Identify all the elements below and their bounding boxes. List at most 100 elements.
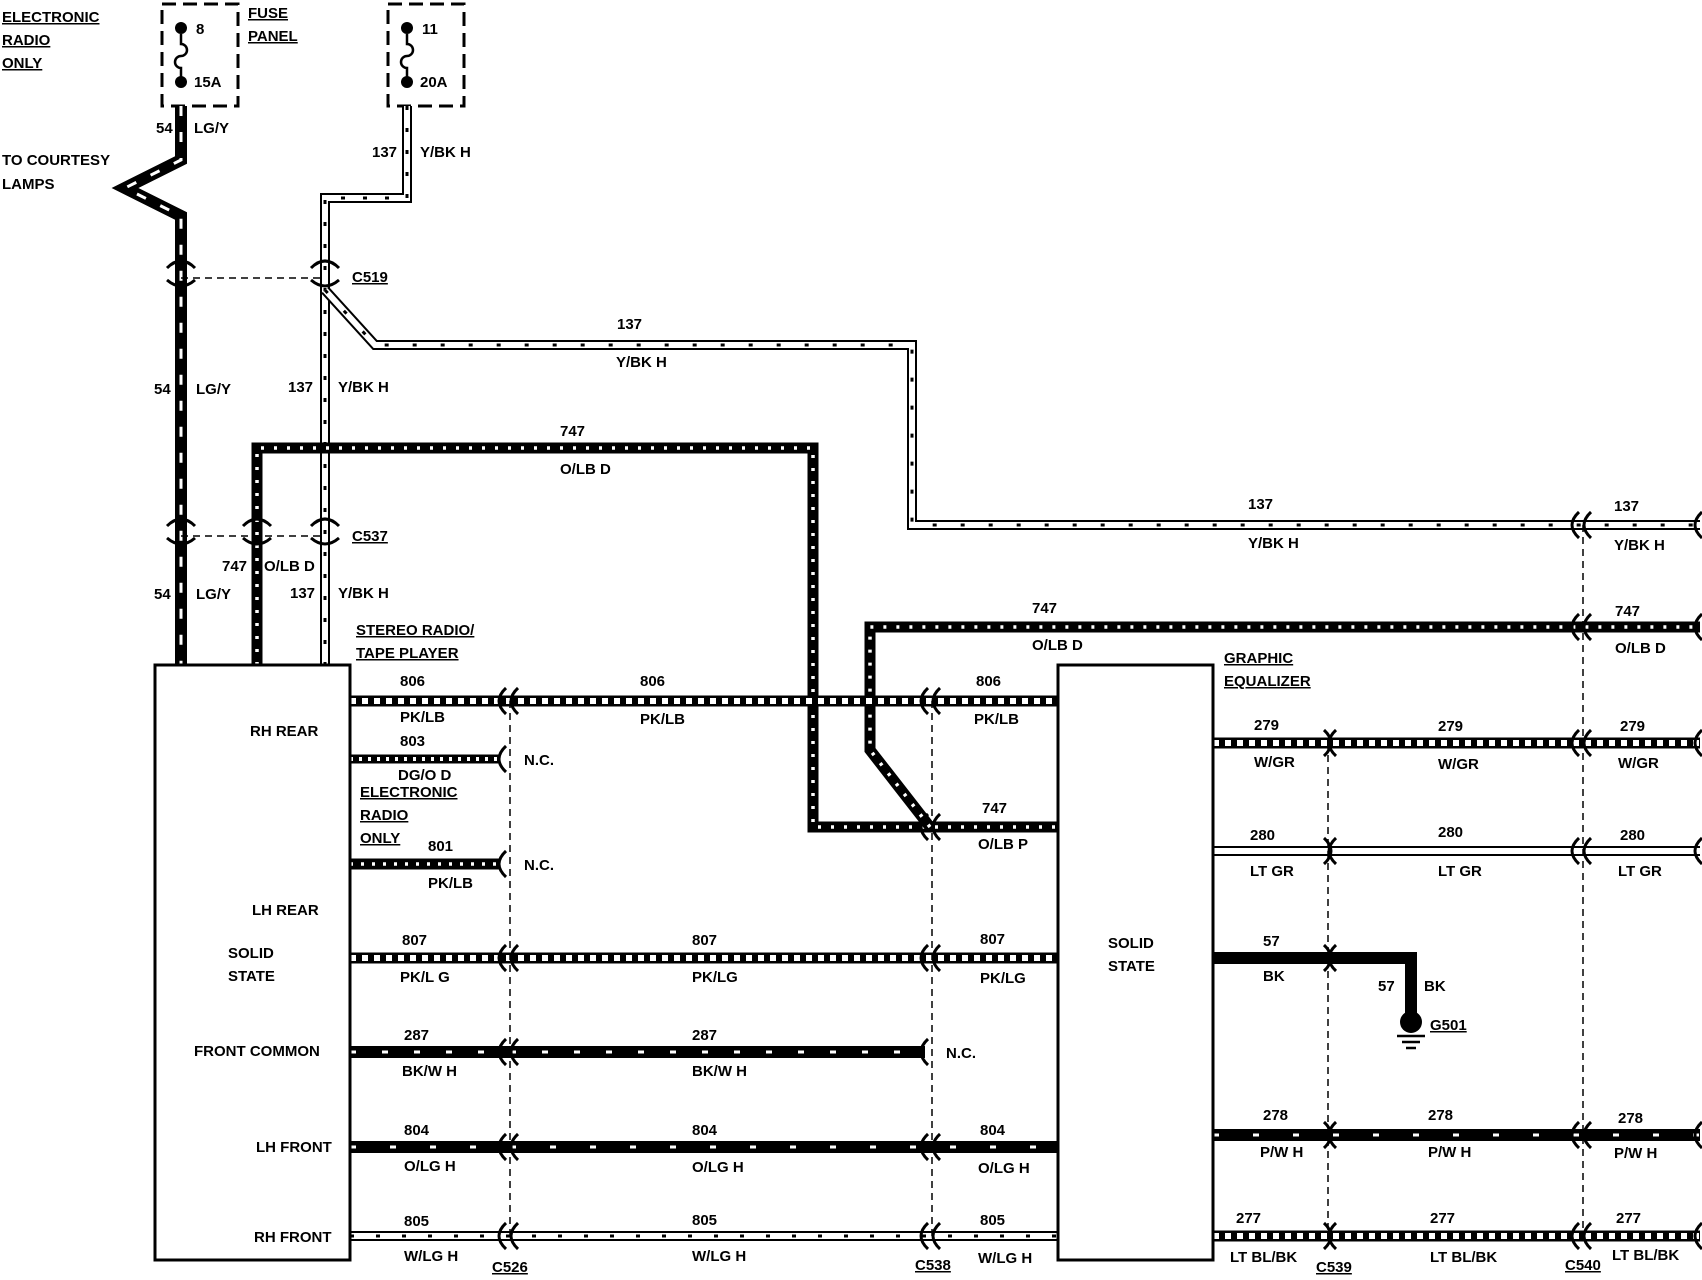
wire-label: 747 <box>1032 600 1057 617</box>
wire-137 <box>320 106 1700 665</box>
svg-text:8: 8 <box>196 21 204 38</box>
connector-label-c539: C539 <box>1316 1259 1352 1276</box>
wire-label: BK/W H <box>692 1063 747 1080</box>
fuse-element-icon <box>173 34 189 80</box>
wire-label: BK <box>1424 978 1446 995</box>
wire-label: 137 <box>1248 496 1273 513</box>
wire-label: BK <box>1263 968 1285 985</box>
wire-label: 806 <box>640 673 665 690</box>
graphic-equalizer-label: GRAPHIC <box>1224 650 1293 667</box>
wire-label: 804 <box>404 1122 430 1139</box>
wire-label: 280 <box>1438 824 1463 841</box>
stereo-radio-label: TAPE PLAYER <box>356 645 459 662</box>
pin-label-rh-front: RH FRONT <box>254 1229 332 1246</box>
wire-label: 277 <box>1430 1210 1455 1227</box>
wire-54 <box>111 106 187 665</box>
electronic-radio-only-label: ONLY <box>2 55 42 72</box>
wire-label: 137 <box>1614 498 1639 515</box>
wire-label: 803 <box>400 733 425 750</box>
ground-g501-icon <box>1397 1011 1425 1050</box>
wire-label: 137 <box>617 316 642 333</box>
ground-label: G501 <box>1430 1017 1467 1034</box>
wire-label: 805 <box>980 1212 1005 1229</box>
fuse-element-icon <box>399 34 415 80</box>
graphic-equalizer-box <box>1056 663 1215 1262</box>
wire-label: 280 <box>1250 827 1275 844</box>
connector-c537 <box>165 517 341 546</box>
wire-label: Y/BK H <box>338 585 389 602</box>
wire-label: O/LB D <box>264 558 315 575</box>
wire-label: 747 <box>560 423 585 440</box>
connector-c539 <box>1322 728 1338 1251</box>
wire-label: O/LG H <box>978 1160 1030 1177</box>
electronic-radio-only-label: ELECTRONIC <box>2 9 100 26</box>
wire-label: O/LG H <box>404 1158 456 1175</box>
wire-label: LG/Y <box>194 120 229 137</box>
wire-label: W/LG H <box>404 1248 458 1265</box>
connector-c540 <box>1570 510 1593 1251</box>
pin-label-front-common: FRONT COMMON <box>194 1043 320 1060</box>
wire-label: W/GR <box>1254 754 1295 771</box>
fuse-terminal <box>401 22 413 34</box>
wire-label: 287 <box>404 1027 429 1044</box>
electronic-radio-only-label: RADIO <box>2 32 51 49</box>
wire-label: 279 <box>1254 717 1279 734</box>
wire-label: 279 <box>1438 718 1463 735</box>
wire-label: LT GR <box>1250 863 1294 880</box>
wire-label: O/LG H <box>692 1159 744 1176</box>
wire-label: 57 <box>1263 933 1280 950</box>
wire-57 <box>1213 952 1417 1015</box>
wire-label: 804 <box>980 1122 1006 1139</box>
wire-label: 287 <box>692 1027 717 1044</box>
wire-label: 137 <box>288 379 313 396</box>
nc-label: N.C. <box>524 857 554 874</box>
stereo-radio-box <box>153 663 352 1262</box>
wire-label: W/LG H <box>978 1250 1032 1267</box>
wire-label: Y/BK H <box>1614 537 1665 554</box>
connector-right-edge <box>1693 510 1702 1251</box>
wire-label: LT BL/BK <box>1230 1249 1297 1266</box>
wire-label: 277 <box>1236 1210 1261 1227</box>
wire-label: 54 <box>156 120 173 137</box>
wire-label: 806 <box>976 673 1001 690</box>
wire-label: 805 <box>404 1213 429 1230</box>
wire-label: PK/LB <box>400 709 445 726</box>
fuse-box-11 <box>386 2 466 108</box>
wire-label: 278 <box>1428 1107 1453 1124</box>
wire-label: 747 <box>982 800 1007 817</box>
wire-label: 807 <box>980 931 1005 948</box>
wire-label: 804 <box>692 1122 718 1139</box>
wire-label: 54 <box>154 586 171 603</box>
wire-label: P/W H <box>1260 1144 1303 1161</box>
connector-label-c540: C540 <box>1565 1257 1601 1274</box>
wire-label: Y/BK H <box>338 379 389 396</box>
wire-label: 54 <box>154 381 171 398</box>
fuse-terminal <box>175 22 187 34</box>
wire-label: LT BL/BK <box>1430 1249 1497 1266</box>
fuse-terminal <box>175 76 187 88</box>
wire-label: PK/LG <box>980 970 1026 987</box>
wire-label: 57 <box>1378 978 1395 995</box>
electronic-radio-only-label: ELECTRONIC <box>360 784 458 801</box>
connector-c526 <box>497 686 520 1251</box>
wire-label: LT GR <box>1438 863 1482 880</box>
fuse-panel: 8 15A 11 20A <box>160 2 466 108</box>
eq-solid-state-label: SOLID <box>1108 935 1154 952</box>
connector-label-c519: C519 <box>352 269 388 286</box>
fuse-panel-label: FUSE <box>248 5 288 22</box>
connector-label-c538: C538 <box>915 1257 951 1274</box>
wire-label: O/LB D <box>1032 637 1083 654</box>
wire-label: O/LB D <box>560 461 611 478</box>
wire-label: Y/BK H <box>420 144 471 161</box>
wire-label: Y/BK H <box>616 354 667 371</box>
wire-label: DG/O D <box>398 767 452 784</box>
wire-label: W/GR <box>1618 755 1659 772</box>
wire-label: PK/LB <box>974 711 1019 728</box>
nc-label: N.C. <box>524 752 554 769</box>
pin-label-lh-front: LH FRONT <box>256 1139 332 1156</box>
pin-label-lh-rear: LH REAR <box>252 902 319 919</box>
wire-label: PK/L G <box>400 969 450 986</box>
wire-label: P/W H <box>1428 1144 1471 1161</box>
fuse-terminal <box>401 76 413 88</box>
